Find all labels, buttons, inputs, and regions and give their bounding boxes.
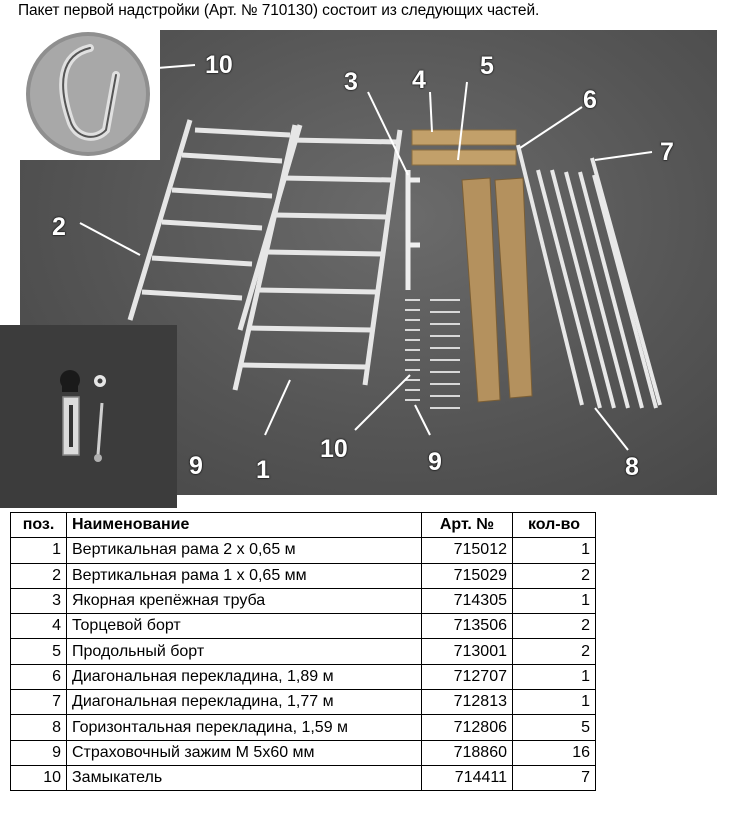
row-art: 712707 bbox=[421, 663, 513, 691]
row-pos: 8 bbox=[10, 714, 67, 741]
row-qty: 7 bbox=[512, 764, 596, 792]
callout-10-top: 10 bbox=[205, 51, 233, 79]
row-name: Якорная крепёжная труба bbox=[66, 587, 422, 615]
row-art: 715012 bbox=[421, 537, 513, 564]
row-art: 714411 bbox=[421, 764, 513, 792]
row-name: Вертикальная рама 1 х 0,65 мм bbox=[66, 562, 422, 589]
row-qty: 1 bbox=[512, 587, 596, 615]
row-art: 714305 bbox=[421, 587, 513, 615]
callout-4: 4 bbox=[412, 66, 426, 94]
table-header-row: поз. Наименование Арт. № кол-во bbox=[10, 511, 596, 539]
callout-3: 3 bbox=[344, 68, 358, 96]
clamp-inset bbox=[0, 325, 177, 508]
row-pos: 1 bbox=[10, 537, 67, 564]
table-row: 8 Горизонтальная перекладина, 1,59 м 712… bbox=[10, 714, 596, 741]
boards-drawing bbox=[411, 129, 533, 403]
row-art: 718860 bbox=[421, 739, 513, 766]
row-art: 712806 bbox=[421, 714, 513, 741]
row-art: 715029 bbox=[421, 562, 513, 589]
clamp-inset-drawing bbox=[0, 325, 177, 508]
table-row: 6 Диагональная перекладина, 1,89 м 71270… bbox=[10, 663, 596, 691]
parts-illustration bbox=[79, 64, 662, 451]
table-row: 7 Диагональная перекладина, 1,77 м 71281… bbox=[10, 689, 596, 716]
callout-8: 8 bbox=[625, 453, 639, 481]
caption: Пакет первой надстройки (Арт. № 710130) … bbox=[18, 2, 540, 19]
row-name: Вертикальная рама 2 х 0,65 м bbox=[66, 537, 422, 564]
braces-drawing bbox=[516, 144, 662, 409]
row-qty: 2 bbox=[512, 638, 596, 665]
row-pos: 4 bbox=[10, 613, 67, 640]
frame-1-drawing bbox=[232, 124, 403, 391]
closure-inset bbox=[20, 30, 160, 160]
row-pos: 6 bbox=[10, 663, 67, 691]
row-pos: 5 bbox=[10, 638, 67, 665]
table-row: 5 Продольный борт 713001 2 bbox=[10, 638, 596, 665]
row-qty: 1 bbox=[512, 537, 596, 564]
parts-table: поз. Наименование Арт. № кол-во 1 Вертик… bbox=[10, 511, 596, 792]
row-name: Диагональная перекладина, 1,89 м bbox=[66, 663, 422, 691]
header-art: Арт. № bbox=[421, 511, 513, 539]
row-pos: 7 bbox=[10, 689, 67, 716]
callout-9-inset: 9 bbox=[189, 452, 203, 480]
table-row: 3 Якорная крепёжная труба 714305 1 bbox=[10, 587, 596, 615]
header-pos: поз. bbox=[10, 511, 67, 539]
row-pos: 9 bbox=[10, 739, 67, 766]
row-pos: 3 bbox=[10, 587, 67, 615]
leader-lines bbox=[79, 64, 653, 451]
table-row: 9 Страховочный зажим М 5х60 мм 718860 16 bbox=[10, 739, 596, 766]
table-row: 1 Вертикальная рама 2 х 0,65 м 715012 1 bbox=[10, 537, 596, 564]
callout-1: 1 bbox=[256, 456, 270, 484]
header-qty: кол-во bbox=[512, 511, 596, 539]
row-name: Горизонтальная перекладина, 1,59 м bbox=[66, 714, 422, 741]
row-qty: 1 bbox=[512, 689, 596, 716]
table-row: 4 Торцевой борт 713506 2 bbox=[10, 613, 596, 640]
row-qty: 2 bbox=[512, 613, 596, 640]
callout-7: 7 bbox=[660, 138, 674, 166]
anchor-tube-drawing bbox=[405, 170, 420, 290]
row-name: Торцевой борт bbox=[66, 613, 422, 640]
row-qty: 16 bbox=[512, 739, 596, 766]
table-row: 2 Вертикальная рама 1 х 0,65 мм 715029 2 bbox=[10, 562, 596, 589]
row-name: Продольный борт bbox=[66, 638, 422, 665]
row-art: 713506 bbox=[421, 613, 513, 640]
row-art: 712813 bbox=[421, 689, 513, 716]
callout-5: 5 bbox=[480, 52, 494, 80]
row-qty: 5 bbox=[512, 714, 596, 741]
callout-10-bottom: 10 bbox=[320, 435, 348, 463]
callout-2: 2 bbox=[52, 213, 66, 241]
row-pos: 2 bbox=[10, 562, 67, 589]
row-qty: 1 bbox=[512, 663, 596, 691]
header-name: Наименование bbox=[66, 511, 422, 539]
row-pos: 10 bbox=[10, 764, 67, 792]
table-row: 10 Замыкатель 714411 7 bbox=[10, 764, 596, 792]
row-name: Диагональная перекладина, 1,77 м bbox=[66, 689, 422, 716]
closure-inset-drawing bbox=[26, 32, 150, 156]
row-name: Страховочный зажим М 5х60 мм bbox=[66, 739, 422, 766]
row-name: Замыкатель bbox=[66, 764, 422, 792]
callout-6: 6 bbox=[583, 86, 597, 114]
callout-9: 9 bbox=[428, 448, 442, 476]
row-art: 713001 bbox=[421, 638, 513, 665]
row-qty: 2 bbox=[512, 562, 596, 589]
clamps-drawing bbox=[405, 299, 460, 409]
